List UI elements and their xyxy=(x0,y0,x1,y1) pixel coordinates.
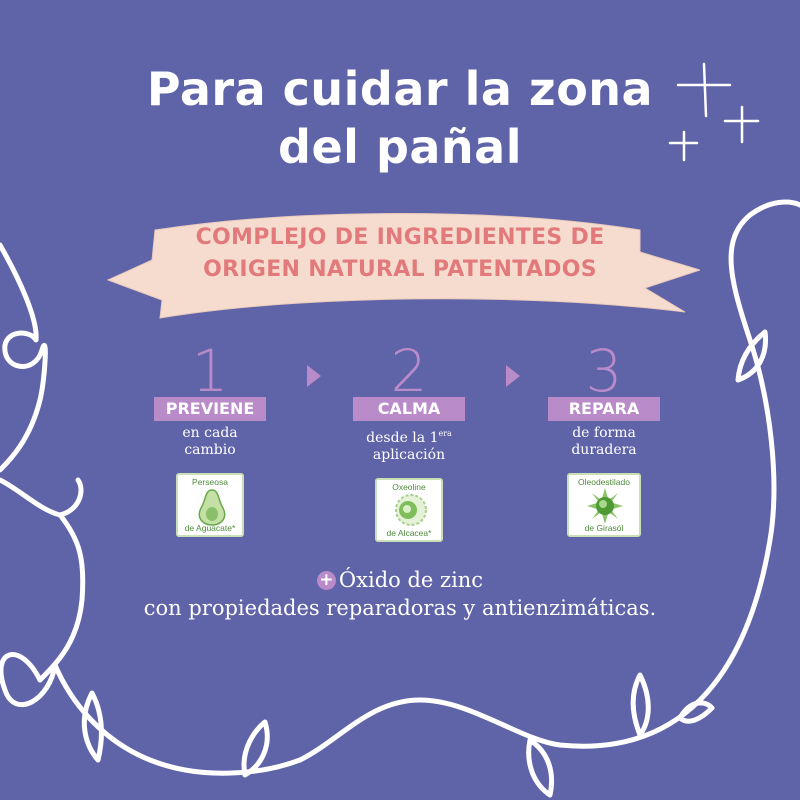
banner-text: COMPLEJO DE INGREDIENTES DE ORIGEN NATUR… xyxy=(100,222,700,286)
step-number: 1 xyxy=(191,337,229,405)
step-arrow-icon xyxy=(307,365,321,387)
sunflower-icon xyxy=(587,488,623,524)
step-arrow-icon xyxy=(506,365,520,387)
ingredient-badge-girasol: Oleodestilado de Girasól xyxy=(567,473,641,537)
alcacea-swirl-icon xyxy=(395,494,427,526)
page-title: Para cuidar la zona del pañal xyxy=(0,60,800,176)
zinc-oxide-note: + Óxido de zinc con propiedades reparado… xyxy=(0,566,800,622)
avocado-icon xyxy=(198,489,226,526)
step-description: en cada cambio xyxy=(182,425,238,458)
banner-line-1: COMPLEJO DE INGREDIENTES DE xyxy=(195,225,605,250)
step-number: 2 xyxy=(390,337,428,405)
torn-paper-banner-shape xyxy=(106,213,700,319)
step-label: PREVIENE xyxy=(154,397,266,421)
ingredient-badge-aguacate: Perseosa de Aguacate* xyxy=(176,473,244,537)
step-description: desde la 1era aplicación xyxy=(366,429,452,463)
step-1: 1 PREVIENE en cada cambio Perseosa de Ag… xyxy=(130,337,290,537)
step-number: 3 xyxy=(585,337,623,405)
sparkle-icon xyxy=(668,62,760,162)
title-line-2: del pañal xyxy=(278,120,522,174)
title-line-1: Para cuidar la zona xyxy=(146,62,654,116)
step-label: REPARA xyxy=(548,397,660,421)
plus-circle-icon: + xyxy=(316,570,336,590)
step-2: 2 CALMA desde la 1era aplicación Oxeolin… xyxy=(329,337,489,542)
zinc-description: con propiedades reparadoras y antienzimá… xyxy=(143,596,657,620)
ingredient-badge-alcacea: Oxeoline de Alcacea* xyxy=(375,478,443,542)
banner-line-2: ORIGEN NATURAL PATENTADOS xyxy=(203,257,597,282)
step-description: de forma duradera xyxy=(571,425,637,458)
step-3: 3 REPARA de forma duradera Oleodestilado… xyxy=(524,337,684,537)
ingredients-banner: COMPLEJO DE INGREDIENTES DE ORIGEN NATUR… xyxy=(100,200,700,320)
zinc-title: Óxido de zinc xyxy=(338,568,484,592)
step-label: CALMA xyxy=(353,397,465,421)
